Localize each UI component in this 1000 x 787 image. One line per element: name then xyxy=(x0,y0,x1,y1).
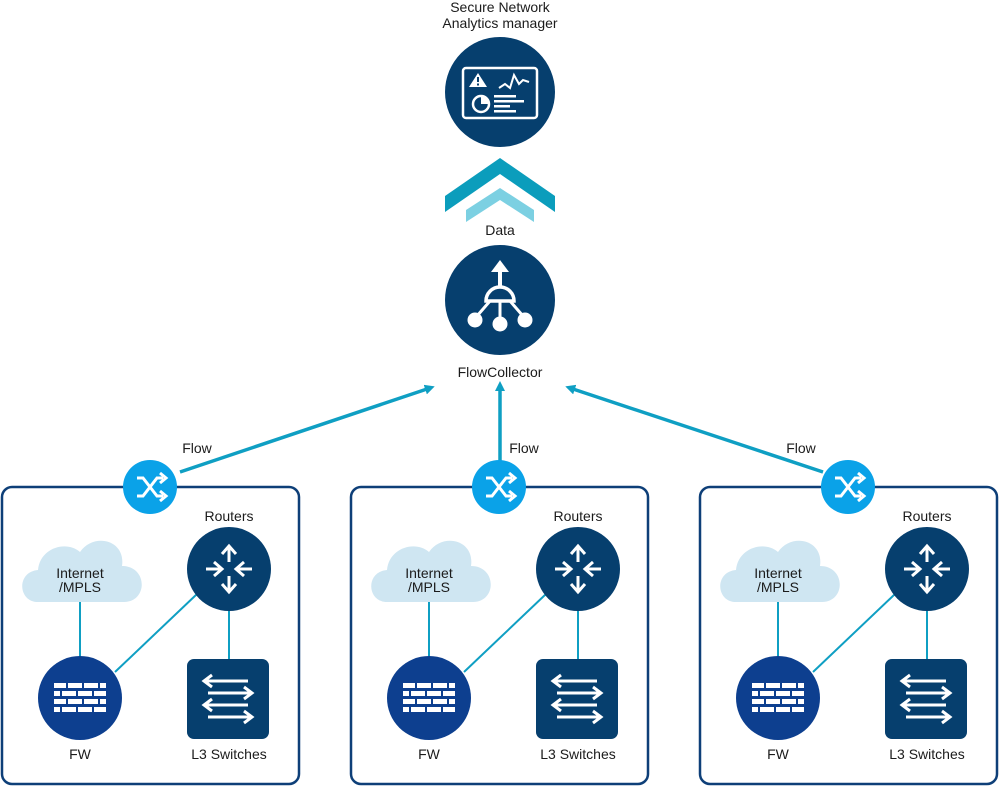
firewall-icon xyxy=(38,656,122,740)
cloud-icon xyxy=(22,540,142,602)
manager-dashboard-icon xyxy=(445,37,555,147)
router-icon xyxy=(885,527,969,611)
site-panel-2: Flow Internet /MPLS Routers xyxy=(349,440,650,786)
l3-switch-icon xyxy=(536,659,618,739)
data-label: Data xyxy=(485,222,515,238)
fw-router-link xyxy=(463,593,547,673)
cloud-label-line1: Internet xyxy=(754,565,802,581)
router-icon xyxy=(536,527,620,611)
routers-label: Routers xyxy=(204,508,253,524)
data-chevron-icon xyxy=(445,158,555,222)
firewall-icon xyxy=(736,656,820,740)
flow-label: Flow xyxy=(509,440,539,456)
site-panel-3: Flow Internet /MPLS Routers xyxy=(698,440,999,786)
routers-label: Routers xyxy=(902,508,951,524)
fw-label: FW xyxy=(767,746,790,762)
flow-label: Flow xyxy=(786,440,816,456)
l3-switch-icon xyxy=(885,659,967,739)
switches-label: L3 Switches xyxy=(191,746,266,762)
fw-router-link xyxy=(812,593,896,673)
switches-label: L3 Switches xyxy=(540,746,615,762)
manager-title-line1: Secure Network xyxy=(450,0,551,15)
site-panel-1: Flow Internet /MPLS Routers xyxy=(0,440,301,786)
flow-arrow-right xyxy=(565,384,824,474)
cloud-label-line1: Internet xyxy=(56,565,104,581)
cloud-label-line2: /MPLS xyxy=(757,579,799,595)
l3-switch-icon xyxy=(187,659,269,739)
fw-label: FW xyxy=(418,746,441,762)
fw-router-link xyxy=(114,593,198,673)
flow-shuffle-icon xyxy=(821,460,875,514)
manager-title-line2: Analytics manager xyxy=(442,15,558,31)
flow-label: Flow xyxy=(182,440,212,456)
firewall-icon xyxy=(387,656,471,740)
cloud-icon xyxy=(371,540,491,602)
fw-label: FW xyxy=(69,746,92,762)
flow-collector-label: FlowCollector xyxy=(458,364,543,380)
router-icon xyxy=(187,527,271,611)
flow-shuffle-icon xyxy=(123,460,177,514)
flow-shuffle-icon xyxy=(472,460,526,514)
cloud-icon xyxy=(720,540,840,602)
cloud-label-line2: /MPLS xyxy=(408,579,450,595)
flow-arrow-left xyxy=(179,384,435,474)
routers-label: Routers xyxy=(553,508,602,524)
cloud-label-line1: Internet xyxy=(405,565,453,581)
flow-collector-icon xyxy=(445,245,555,355)
switches-label: L3 Switches xyxy=(889,746,964,762)
cloud-label-line2: /MPLS xyxy=(59,579,101,595)
